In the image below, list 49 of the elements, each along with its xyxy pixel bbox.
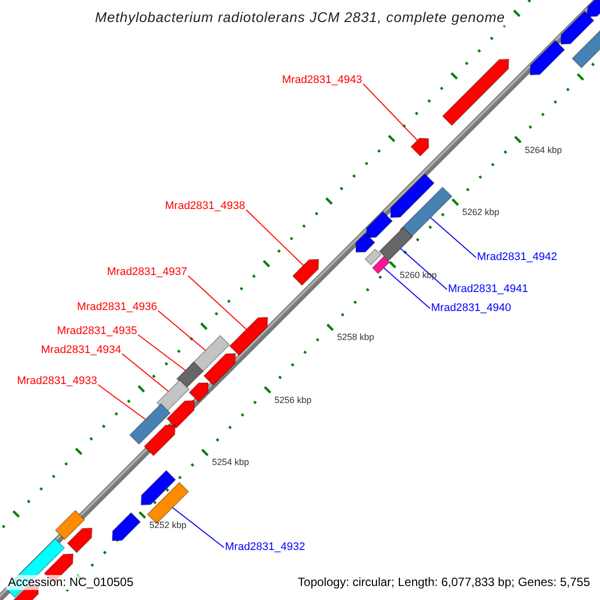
leader-line xyxy=(122,353,169,392)
gene-feature-pointed xyxy=(66,528,92,554)
gene-feature xyxy=(364,248,382,266)
gene-feature-pointed xyxy=(140,470,176,506)
gene-label: Mrad2831_4943 xyxy=(282,74,362,87)
leader-line xyxy=(172,507,224,548)
gene-feature-pointed xyxy=(586,0,600,18)
leader-line xyxy=(400,248,448,290)
gene-label: Mrad2831_4934 xyxy=(41,344,122,357)
gene-feature-pointed xyxy=(112,512,141,542)
position-label: 5258 kbp xyxy=(337,332,374,344)
gene-feature-pointed xyxy=(560,10,594,45)
gene-feature-pointed xyxy=(188,382,209,402)
gene-label: Mrad2831_4936 xyxy=(77,301,158,314)
leader-line xyxy=(98,384,146,420)
gene-feature-pointed xyxy=(292,258,320,286)
gene-label: Mrad2831_4933 xyxy=(17,375,98,388)
gene-feature-pointed xyxy=(366,211,393,238)
leader-line xyxy=(362,83,418,141)
leader-line xyxy=(188,275,247,330)
leader-line xyxy=(430,217,476,258)
gene-feature-pointed xyxy=(442,58,510,126)
gene-label: Mrad2831_4941 xyxy=(448,283,528,296)
leader-line xyxy=(246,209,304,266)
gene-feature-pointed xyxy=(355,232,376,253)
position-label: 5254 kbp xyxy=(212,457,249,468)
gene-label: Mrad2831_4938 xyxy=(165,200,246,213)
gene-feature-pointed xyxy=(166,400,195,429)
gene-label: Mrad2831_4942 xyxy=(477,251,558,264)
gene-feature-pointed xyxy=(229,316,268,356)
gene-feature-pointed xyxy=(530,40,566,76)
gene-label: Mrad2831_4937 xyxy=(107,266,188,279)
gene-label: Mrad2831_4935 xyxy=(57,325,138,338)
gene-label: Mrad2831_4940 xyxy=(431,302,512,315)
position-label: 5252 kbp xyxy=(149,520,186,532)
gene-feature-pointed xyxy=(410,138,430,157)
position-label: 5256 kbp xyxy=(274,394,312,406)
leader-line xyxy=(158,310,206,351)
genome-info-text: Topology: circular; Length: 6,077,833 bp; Genes: 5,755 xyxy=(296,575,592,590)
gene-feature-pointed xyxy=(144,424,176,456)
position-label: 5264 kbp xyxy=(524,144,562,156)
gene-feature-pointed xyxy=(203,353,236,386)
gene-feature xyxy=(372,256,390,274)
gene-label: Mrad2831_4932 xyxy=(225,541,306,554)
accession-text: Accession: NC_010505 xyxy=(6,575,136,590)
leader-line xyxy=(383,267,430,309)
position-label: 5262 kbp xyxy=(462,207,500,218)
gene-feature-pointed xyxy=(390,173,435,218)
leader-line xyxy=(138,334,186,371)
